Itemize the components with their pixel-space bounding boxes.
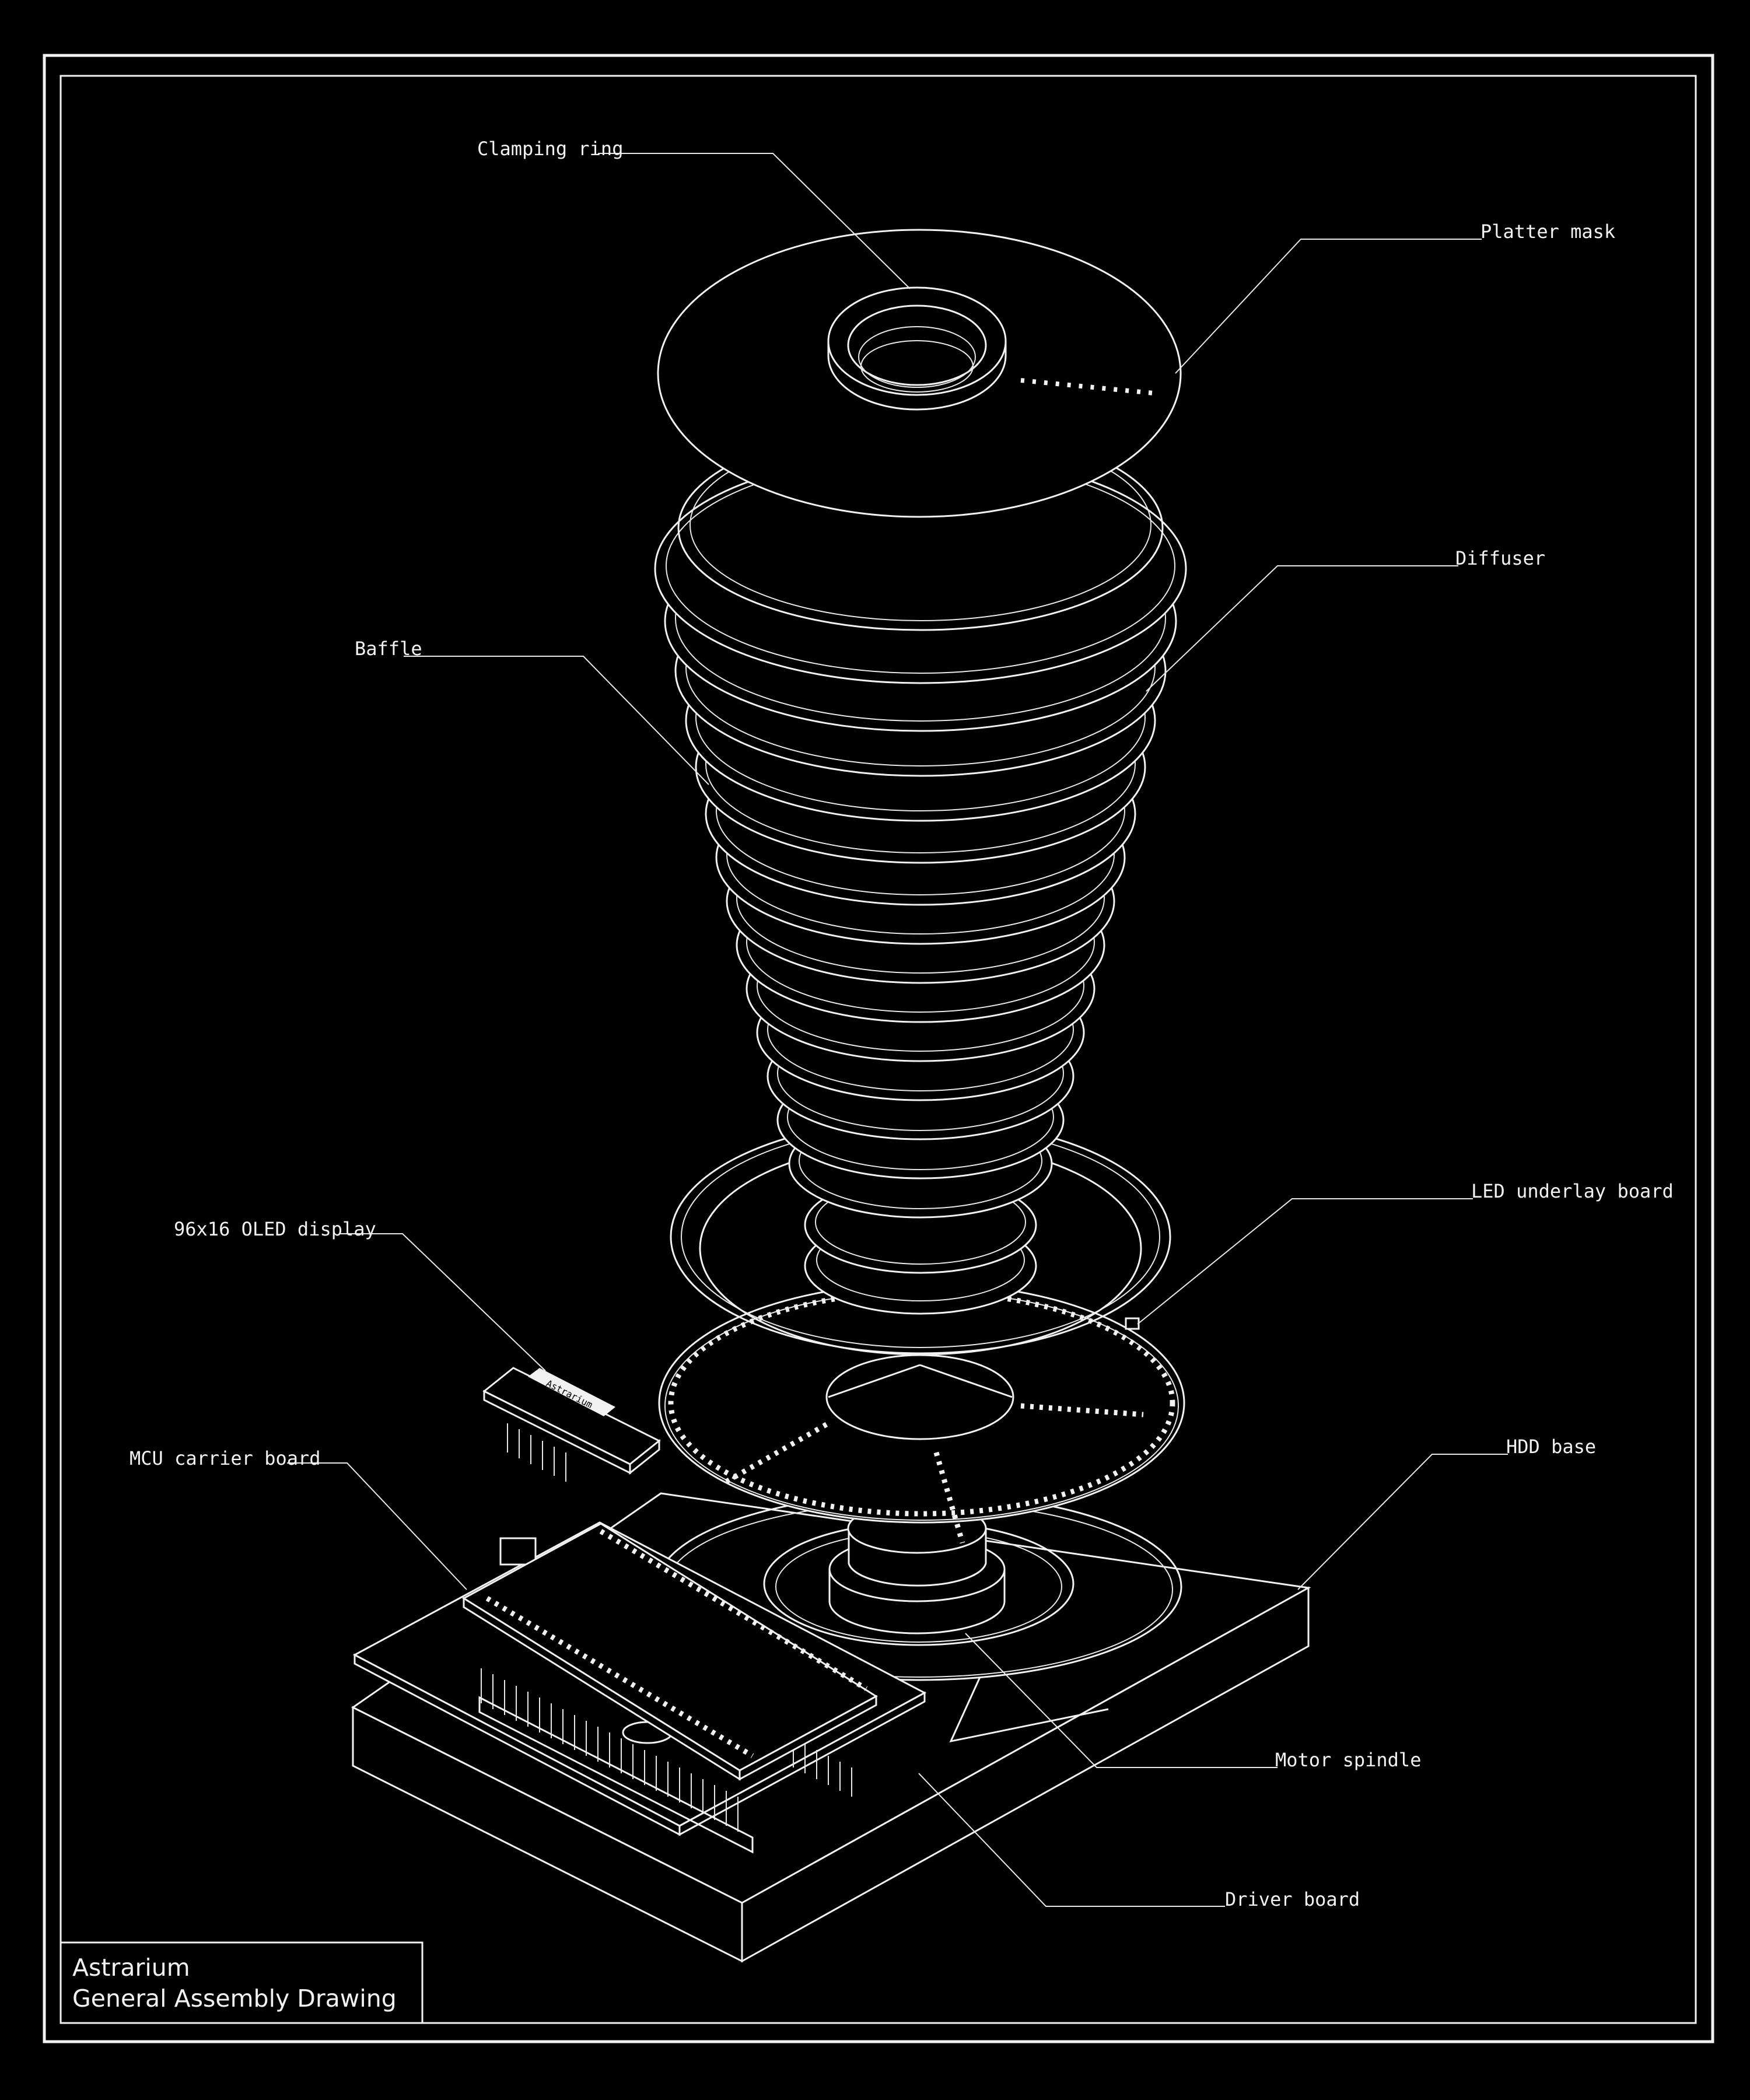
label-clamping-ring: Clamping ring bbox=[477, 138, 623, 160]
motor-spindle bbox=[828, 1503, 1006, 1634]
leader-lines bbox=[287, 153, 1508, 1907]
label-motor-spindle: Motor spindle bbox=[1275, 1749, 1421, 1771]
outer-frame bbox=[43, 54, 1714, 2043]
title-line-2: General Assembly Drawing bbox=[72, 1985, 397, 2013]
mcu-carrier-board bbox=[462, 1522, 878, 1781]
oled-display-module: Astrarium bbox=[482, 1367, 661, 1482]
clamping-ring bbox=[827, 286, 1007, 411]
inner-frame bbox=[60, 75, 1697, 2024]
label-hdd-base: HDD base bbox=[1506, 1436, 1596, 1458]
baffle-stack bbox=[654, 425, 1187, 1356]
title-block: Astrarium General Assembly Drawing bbox=[61, 1941, 424, 2023]
label-led-underlay-board: LED underlay board bbox=[1471, 1180, 1674, 1202]
label-driver-board: Driver board bbox=[1225, 1888, 1360, 1910]
label-mcu-carrier-board: MCU carrier board bbox=[130, 1447, 321, 1469]
title-line-1: Astrarium bbox=[72, 1954, 190, 1982]
label-baffle: Baffle bbox=[355, 638, 422, 660]
label-oled-display: 96x16 OLED display bbox=[174, 1218, 376, 1240]
label-platter-mask: Platter mask bbox=[1480, 220, 1615, 243]
label-diffuser: Diffuser bbox=[1455, 547, 1545, 569]
